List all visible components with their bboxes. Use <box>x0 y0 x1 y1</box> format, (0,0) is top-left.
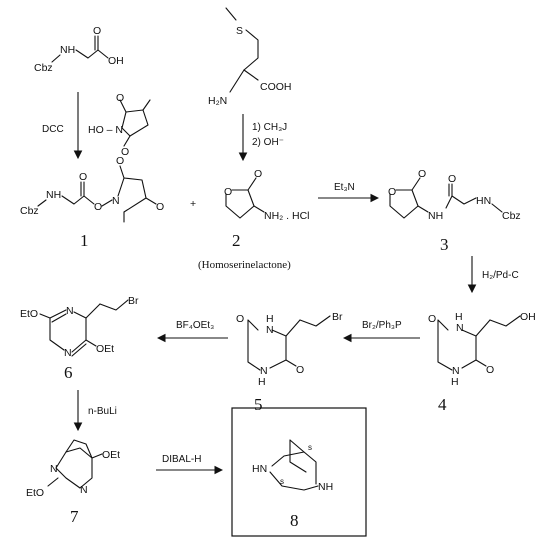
compound-number-7: 7 <box>70 507 79 526</box>
compound-1: Cbz NH O O N O O 1 <box>20 155 164 250</box>
o-label: O <box>428 313 436 325</box>
nh2-hcl-label: NH₂ . HCl <box>264 210 310 222</box>
o-label: O <box>296 364 304 376</box>
reagent-bf4oet3: BF₄OEt₃ <box>176 320 214 331</box>
cbz-label: Cbz <box>20 205 39 217</box>
cbz-label: Cbz <box>34 62 53 74</box>
h-label: H <box>266 313 274 325</box>
compound-3: O O NH O HN Cbz 3 <box>388 168 521 254</box>
reagent-h2pdc: H₂/Pd-C <box>482 270 519 281</box>
o-label: O <box>94 201 102 213</box>
o-label: O <box>448 173 456 185</box>
n-label: N <box>64 347 72 359</box>
compound-7: N N OEt EtO 7 <box>26 439 120 526</box>
nh-label: NH <box>428 210 443 222</box>
n-label: N <box>66 305 74 317</box>
eto-label: EtO <box>26 487 44 499</box>
compound-number-4: 4 <box>438 395 447 414</box>
methionine: S COOH H₂N <box>208 7 292 107</box>
o-label: O <box>116 92 124 104</box>
reagent-oh-minus: 2) OH⁻ <box>252 137 284 148</box>
nhs-reagent: HO – N O O <box>88 92 151 158</box>
o-label: O <box>254 168 262 180</box>
o-label: O <box>486 364 494 376</box>
compound-8: HN NH s s 8 <box>231 407 367 537</box>
compound-number-2: 2 <box>232 231 241 250</box>
compound-caption-2: (Homoserinelactone) <box>198 259 291 271</box>
stereo-s-label: s <box>280 477 284 486</box>
nh-label: NH <box>60 44 75 56</box>
compound-6: EtO N N OEt Br 6 <box>20 295 139 382</box>
n-label: N <box>80 484 88 496</box>
reagent-nbuli: n-BuLi <box>88 406 117 417</box>
compound-4: H N O N H O OH 4 <box>428 311 536 414</box>
reagent-dibalh: DIBAL-H <box>162 454 201 465</box>
cooh-label: COOH <box>260 81 292 93</box>
o-label: O <box>93 25 101 37</box>
oet-label: OEt <box>102 449 120 461</box>
hn-label: HN <box>252 463 267 475</box>
compound-number-1: 1 <box>80 231 89 250</box>
n-label: N <box>452 365 460 377</box>
n-label: N <box>456 322 464 334</box>
compound-number-5: 5 <box>254 395 263 414</box>
o-label: O <box>388 186 396 198</box>
o-label: O <box>224 186 232 198</box>
oet-label: OEt <box>96 343 114 355</box>
o-label: O <box>79 171 87 183</box>
hn-label: HN <box>476 195 491 207</box>
eto-label: EtO <box>20 308 38 320</box>
n-label: N <box>266 324 274 336</box>
reagent-dcc: DCC <box>42 124 64 135</box>
product-box <box>231 407 367 537</box>
o-label: O <box>418 168 426 180</box>
reagent-br2ph3p: Br₂/Ph₃P <box>362 320 402 331</box>
plus-sign: + <box>190 198 196 210</box>
cbz-label: Cbz <box>502 210 521 222</box>
br-label: Br <box>332 311 343 323</box>
reagent-et3n: Et₃N <box>334 182 355 193</box>
oh-label: OH <box>108 55 124 67</box>
h-label: H <box>451 376 459 388</box>
oh-label: OH <box>520 311 536 323</box>
br-label: Br <box>128 295 139 307</box>
o-label: O <box>116 155 124 167</box>
n-label: N <box>112 195 120 207</box>
cbz-glycine: Cbz NH O OH <box>34 25 124 74</box>
o-label: O <box>156 201 164 213</box>
stereo-s-label: s <box>308 443 312 452</box>
h2n-label: H₂N <box>208 95 227 107</box>
compound-number-6: 6 <box>64 363 73 382</box>
reagent-ch3j: 1) CH₃J <box>252 122 287 133</box>
n-label: N <box>260 365 268 377</box>
compound-number-8: 8 <box>290 511 299 530</box>
compound-2: O O NH₂ . HCl 2 (Homoserinelactone) <box>198 168 310 271</box>
n-label: N <box>50 463 58 475</box>
nh-label: NH <box>318 481 333 493</box>
s-label: S <box>236 25 243 37</box>
ho-n-label: HO – N <box>88 124 123 136</box>
compound-5: H N O N H O Br 5 <box>236 311 343 414</box>
o-label: O <box>236 313 244 325</box>
compound-number-3: 3 <box>440 235 449 254</box>
nh-label: NH <box>46 189 61 201</box>
h-label: H <box>258 376 266 388</box>
o-label: O <box>121 146 129 158</box>
h-label: H <box>455 311 463 323</box>
